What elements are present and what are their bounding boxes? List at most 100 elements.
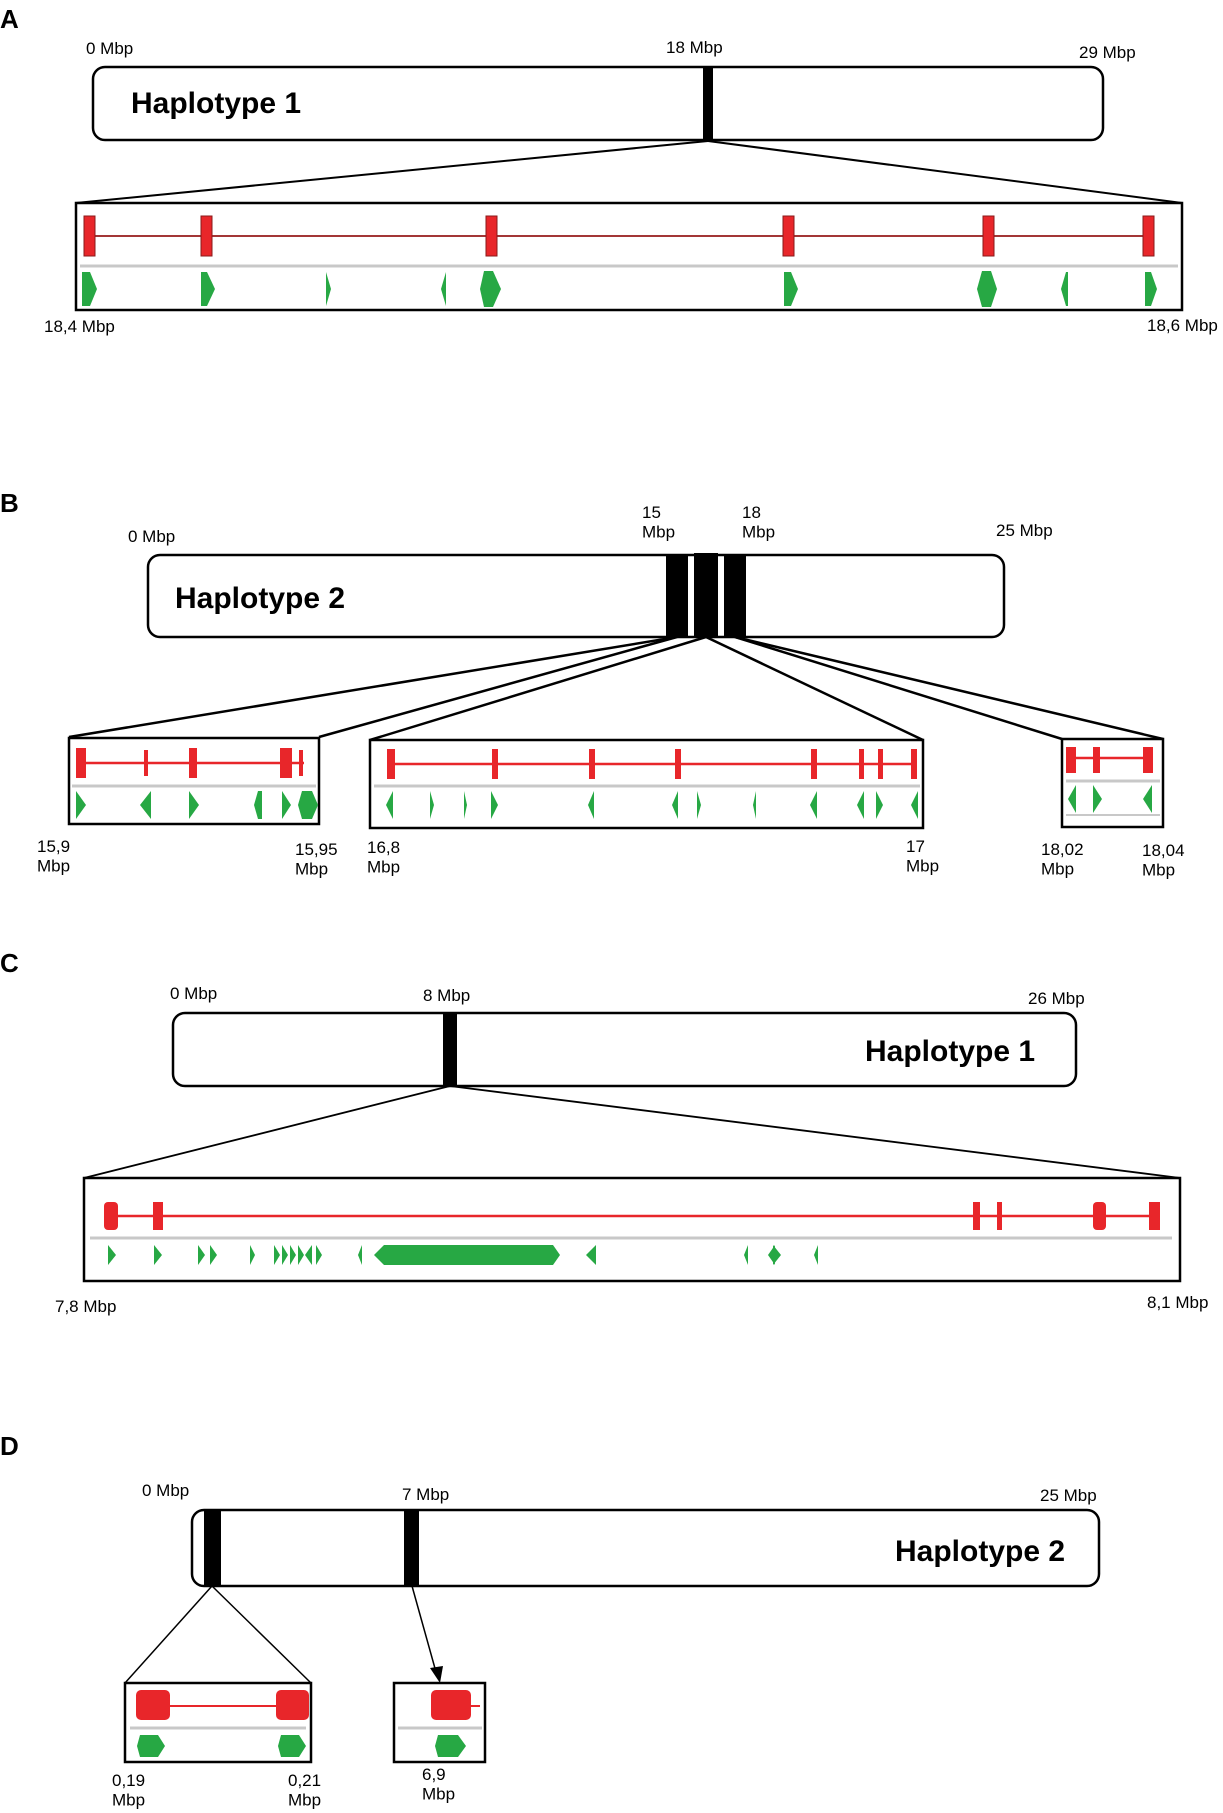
locus-band <box>204 1510 221 1586</box>
gene-arrow <box>358 1245 362 1265</box>
zoom-connector <box>449 1085 1181 1179</box>
exon-block <box>431 1690 471 1720</box>
locus-band <box>443 1013 457 1086</box>
gene-arrow <box>374 1245 560 1265</box>
exon-block <box>1066 747 1076 773</box>
zoom-connector <box>705 635 924 742</box>
zoom-end-label: 8,1 Mbp <box>1147 1293 1208 1312</box>
gene-arrow <box>857 791 864 819</box>
zoom-end-label: 18,6 Mbp <box>1147 316 1218 335</box>
exon-block <box>1093 747 1100 773</box>
chromosome-start-label: 0 Mbp <box>170 984 217 1003</box>
gene-arrow <box>1145 272 1157 306</box>
gene-arrow <box>140 791 151 819</box>
exon-block <box>189 748 197 778</box>
gene-arrow <box>154 1245 162 1265</box>
chromosome-bar <box>171 1011 1078 1088</box>
gene-arrow <box>298 791 318 819</box>
gene-arrow <box>876 791 883 819</box>
haplotype-title: Haplotype 2 <box>175 582 345 615</box>
gene-arrow <box>1061 272 1068 306</box>
exon-block <box>782 215 795 257</box>
band-label: 8 Mbp <box>423 986 470 1005</box>
gene-arrow <box>137 1735 165 1757</box>
gene-arrow <box>210 1245 217 1265</box>
chromosome-end-label: 25 Mbp <box>996 521 1053 540</box>
gene-arrow <box>326 272 331 306</box>
exon-block <box>485 215 498 257</box>
gene-arrow <box>282 1245 288 1265</box>
gene-arrow <box>491 791 498 819</box>
gene-arrow <box>672 791 678 819</box>
exon-block <box>83 215 96 257</box>
gene-zoom-box <box>392 1681 487 1764</box>
locus-band <box>666 555 688 637</box>
gene-arrow <box>316 1245 322 1265</box>
chromosome-start-label: 0 Mbp <box>128 527 175 546</box>
zoom-connector <box>124 1585 213 1684</box>
gene-zoom-box <box>368 738 925 830</box>
zoom-arrow-line <box>411 1585 437 1673</box>
haplotype-title: Haplotype 2 <box>895 1535 1065 1568</box>
exon-block <box>104 1202 118 1230</box>
exon-block <box>144 750 148 776</box>
gene-arrow <box>250 1245 255 1265</box>
haplotype-title: Haplotype 1 <box>131 87 301 120</box>
chromosome-end-label: 26 Mbp <box>1028 989 1085 1008</box>
gene-arrow <box>744 1245 748 1265</box>
gene-zoom-box <box>67 736 321 826</box>
zoom-frame <box>82 1176 1182 1283</box>
locus-band <box>703 67 713 140</box>
exon-block <box>299 750 303 776</box>
arrow-head-icon <box>430 1666 443 1683</box>
gene-arrow <box>753 791 756 819</box>
zoom-connector <box>318 635 678 739</box>
exon-block <box>1142 215 1155 257</box>
zoom-connector <box>211 1585 312 1684</box>
gene-zoom-box <box>74 201 1184 312</box>
gene-arrow <box>697 791 701 819</box>
gene-arrow <box>298 1245 304 1265</box>
exon-block <box>1149 1202 1160 1230</box>
gene-arrow <box>773 1245 781 1265</box>
gene-arrow <box>1093 785 1102 813</box>
band-label: 7 Mbp <box>402 1485 449 1504</box>
gene-arrow <box>814 1245 818 1265</box>
exon-block <box>200 215 213 257</box>
gene-zoom-box <box>1060 737 1165 829</box>
panel-letter: C <box>0 948 19 978</box>
chromosome-bar <box>91 65 1105 142</box>
gene-arrow <box>480 271 501 307</box>
gene-arrow <box>588 791 594 819</box>
exon-block <box>136 1690 170 1720</box>
zoom-connector <box>83 1085 451 1179</box>
haplotype-title: Haplotype 1 <box>865 1035 1035 1068</box>
gene-zoom-box <box>123 1681 313 1764</box>
panel-letter: D <box>0 1431 19 1461</box>
gene-arrow <box>189 791 199 819</box>
gene-arrow <box>430 791 434 819</box>
exon-block <box>589 749 595 779</box>
band-label: 18 Mbp <box>666 38 723 57</box>
exon-block <box>859 749 864 779</box>
gene-arrow <box>1143 785 1152 813</box>
gene-arrow <box>290 1245 296 1265</box>
gene-arrow <box>201 272 215 306</box>
gene-arrow <box>977 271 997 307</box>
exon-block <box>1143 747 1153 773</box>
panel-a: A 0 Mbp 18 Mbp 29 Mbp Haplotype 1 <box>0 4 1218 336</box>
gene-arrow <box>254 791 262 819</box>
locus-band <box>694 553 718 637</box>
gene-arrow <box>76 791 86 819</box>
